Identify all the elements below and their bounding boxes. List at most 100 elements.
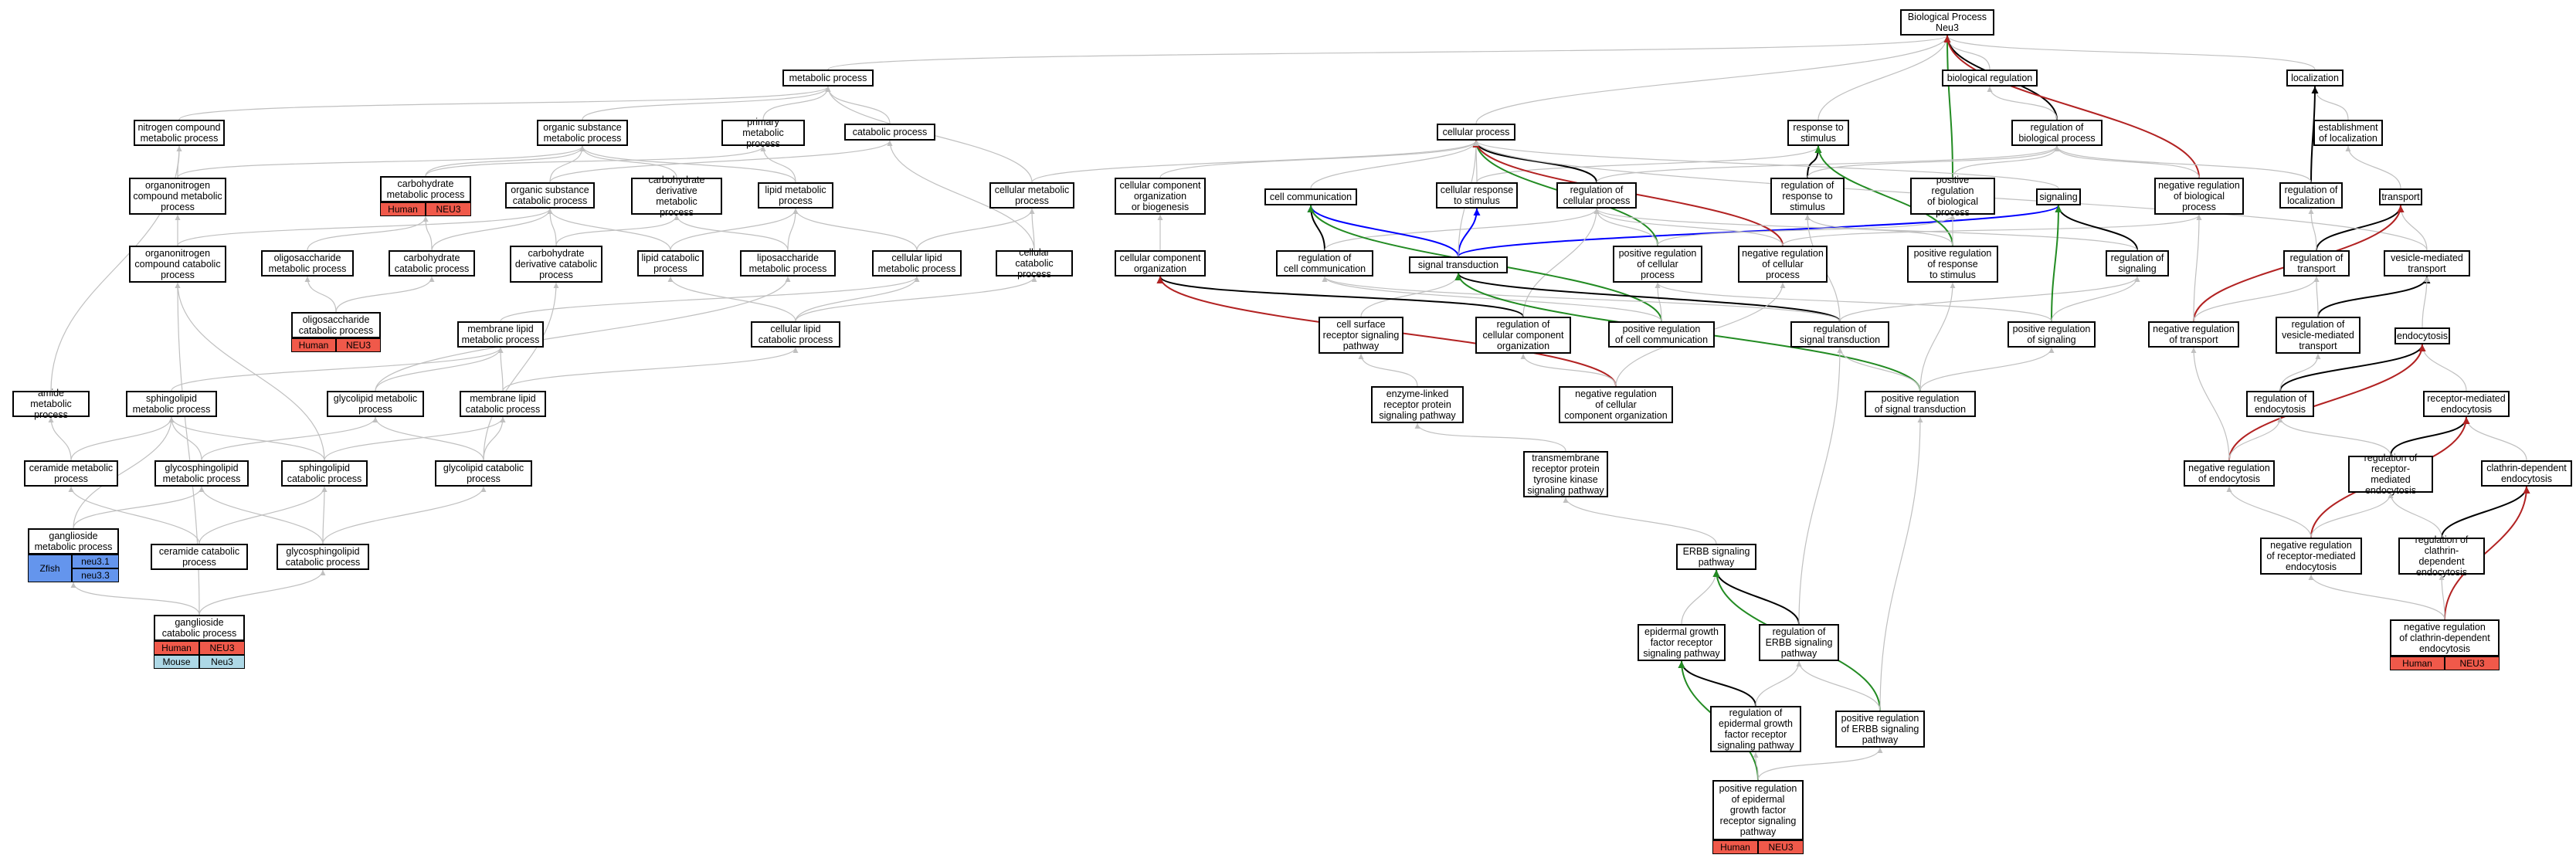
go-node-cellular-component-org-biogenesis[interactable]: cellular component organization or bioge… [1115, 178, 1206, 215]
go-node-regulation-signaling[interactable]: regulation of signaling [2106, 250, 2169, 276]
go-node-organonitrogen-catabolic[interactable]: organonitrogen compound catabolic proces… [129, 246, 226, 283]
go-node-egfr-pathway[interactable]: epidermal growth factor receptor signali… [1638, 624, 1726, 661]
edge-transmembrane_rtk-to-enzyme_linked [1414, 422, 1566, 452]
go-node-cell-communication[interactable]: cell communication [1264, 188, 1357, 205]
edge-metabolic-to-bp [827, 35, 1950, 70]
edge-pos_reg_cellular-to-regulation_cellular [1593, 208, 1658, 246]
go-node-ceramide-metabolic[interactable]: ceramide metabolic process [24, 460, 118, 487]
go-node-regulation-transport[interactable]: regulation of transport [2283, 250, 2350, 276]
go-node-regulation-ccorg[interactable]: regulation of cellular component organiz… [1475, 317, 1571, 354]
go-node-clathrin-endocytosis[interactable]: clathrin-dependent endocytosis [2481, 460, 2572, 487]
go-node-pos-reg-response[interactable]: positive regulation of response to stimu… [1907, 246, 1998, 283]
go-node-pos-reg-bp[interactable]: positive regulation of biological proces… [1910, 175, 1995, 218]
go-node-organic-substance[interactable]: organic substance metabolic process [537, 120, 628, 146]
go-node-erbb[interactable]: ERBB signaling pathway [1676, 544, 1756, 570]
go-node-glycosphingolipid-metabolic[interactable]: glycosphingolipid metabolic process [154, 460, 249, 487]
go-node-ganglioside-catabolic[interactable]: ganglioside catabolic process [154, 615, 245, 641]
go-node-neg-reg-clathrin[interactable]: negative regulation of clathrin-dependen… [2390, 619, 2500, 656]
edge-regulation_vesicle_transport-to-regulation_transport [2313, 276, 2320, 317]
go-node-bp[interactable]: Biological Process Neu3 [1900, 9, 1994, 36]
go-node-organic-substance-catabolic[interactable]: organic substance catabolic process [505, 182, 595, 209]
go-node-membrane-lipid-metabolic[interactable]: membrane lipid metabolic process [457, 321, 544, 348]
go-node-regulation-endocytosis[interactable]: regulation of endocytosis [2246, 391, 2314, 417]
go-node-ganglioside-metabolic[interactable]: ganglioside metabolic process [28, 528, 119, 555]
go-node-carbohydrate-catabolic[interactable]: carbohydrate catabolic process [389, 250, 475, 276]
go-node-organonitrogen-metabolic[interactable]: organonitrogen compound metabolic proces… [129, 178, 226, 215]
go-node-oligosaccharide-metabolic[interactable]: oligosaccharide metabolic process [261, 250, 354, 276]
go-node-carbohydrate-derivative-metabolic[interactable]: carbohydrate derivative metabolic proces… [631, 175, 722, 218]
go-node-label: ceramide catabolic process [158, 546, 240, 568]
go-node-cellular-lipid-metabolic[interactable]: cellular lipid metabolic process [872, 250, 962, 276]
edge-regulation_bp-to-biological_regulation [1987, 86, 2058, 120]
go-node-regulation-vesicle-transport[interactable]: regulation of vesicle-mediated transport [2276, 317, 2360, 354]
edge-pos_reg_signal_transduction-to-pos_reg_signaling [1919, 347, 2055, 392]
go-node-neg-reg-rme[interactable]: negative regulation of receptor-mediated… [2260, 538, 2362, 575]
go-node-signaling[interactable]: signaling [2036, 188, 2081, 205]
go-node-metabolic[interactable]: metabolic process [782, 70, 874, 86]
go-node-transmembrane-rtk[interactable]: transmembrane receptor protein tyrosine … [1523, 451, 1608, 497]
go-node-liposaccharide-metabolic[interactable]: liposaccharide metabolic process [740, 250, 836, 276]
go-node-label: positive regulation of cell communicatio… [1614, 324, 1709, 345]
go-node-response-to-stimulus[interactable]: response to stimulus [1787, 120, 1849, 146]
go-node-regulation-clathrin[interactable]: regulation of clathrin-dependent endocyt… [2398, 534, 2485, 578]
go-node-signal-transduction[interactable]: signal transduction [1409, 256, 1508, 273]
go-node-neg-reg-bp[interactable]: negative regulation of biological proces… [2154, 178, 2244, 215]
edge-membrane_lipid_catabolic-to-cellular_lipid_catabolic [502, 347, 799, 392]
go-node-label: regulation of cellular process [1563, 185, 1631, 206]
go-node-cellular-metabolic[interactable]: cellular metabolic process [989, 182, 1074, 209]
go-node-transport[interactable]: transport [2379, 188, 2422, 205]
go-node-neg-reg-endocytosis[interactable]: negative regulation of endocytosis [2184, 460, 2275, 487]
go-node-cellular-response[interactable]: cellular response to stimulus [1436, 182, 1518, 209]
go-node-amide-metabolic[interactable]: amide metabolic process [12, 388, 90, 420]
go-node-regulation-signal-transduction[interactable]: regulation of signal transduction [1790, 321, 1889, 348]
go-node-sphingolipid-catabolic[interactable]: sphingolipid catabolic process [281, 460, 368, 487]
go-node-oligosaccharide-catabolic[interactable]: oligosaccharide catabolic process [291, 312, 381, 338]
go-node-neg-reg-cellular[interactable]: negative regulation of cellular process [1738, 246, 1828, 283]
go-node-regulation-cellular[interactable]: regulation of cellular process [1556, 182, 1637, 209]
go-node-carbohydrate-metabolic[interactable]: carbohydrate metabolic process [380, 176, 471, 202]
go-node-lipid-metabolic[interactable]: lipid metabolic process [758, 182, 833, 209]
go-node-pos-reg-signaling[interactable]: positive regulation of signaling [2008, 321, 2096, 348]
go-node-biological-regulation[interactable]: biological regulation [1942, 70, 2038, 86]
go-node-receptor-mediated-endocytosis[interactable]: receptor-mediated endocytosis [2423, 391, 2510, 417]
go-node-pos-reg-erbb[interactable]: positive regulation of ERBB signaling pa… [1835, 711, 1925, 748]
go-node-neg-reg-transport[interactable]: negative regulation of transport [2148, 321, 2239, 348]
go-node-regulation-response[interactable]: regulation of response to stimulus [1770, 178, 1845, 215]
go-node-vesicle-mediated-transport[interactable]: vesicle-mediated transport [2384, 250, 2470, 276]
go-node-ceramide-catabolic[interactable]: ceramide catabolic process [151, 544, 248, 570]
go-node-regulation-egfr[interactable]: regulation of epidermal growth factor re… [1710, 706, 1801, 752]
go-node-cell-surface-receptor[interactable]: cell surface receptor signaling pathway [1319, 317, 1403, 354]
go-node-primary-metabolic[interactable]: primary metabolic process [721, 117, 805, 149]
go-node-nitrogen-compound[interactable]: nitrogen compound metabolic process [134, 120, 225, 146]
go-node-catabolic[interactable]: catabolic process [844, 124, 935, 141]
go-node-enzyme-linked[interactable]: enzyme-linked receptor protein signaling… [1371, 386, 1464, 423]
go-node-regulation-localization[interactable]: regulation of localization [2279, 182, 2343, 209]
edge-membrane_lipid_metabolic-to-cellular_lipid_metabolic [500, 276, 920, 322]
go-node-membrane-lipid-catabolic[interactable]: membrane lipid catabolic process [460, 391, 546, 417]
edge-regulation_clathrin-to-regulation_rme [2388, 492, 2442, 538]
go-node-neg-reg-ccorg[interactable]: negative regulation of cellular componen… [1559, 386, 1673, 423]
go-node-cellular-catabolic[interactable]: cellular catabolic process [996, 247, 1073, 280]
go-node-cellular-component-organization[interactable]: cellular component organization [1115, 250, 1206, 276]
go-node-carbohydrate-derivative-catabolic[interactable]: carbohydrate derivative catabolic proces… [510, 246, 602, 283]
go-node-sphingolipid-metabolic[interactable]: sphingolipid metabolic process [126, 391, 217, 417]
gene-cell: NEU3 [2445, 656, 2500, 670]
go-node-pos-reg-cellular[interactable]: positive regulation of cellular process [1613, 246, 1702, 283]
go-node-regulation-rme[interactable]: regulation of receptor-mediated endocyto… [2348, 453, 2433, 496]
go-node-endocytosis[interactable]: endocytosis [2394, 327, 2450, 344]
go-node-regulation-bp[interactable]: regulation of biological process [2011, 120, 2103, 146]
go-node-glycosphingolipid-catabolic[interactable]: glycosphingolipid catabolic process [277, 544, 369, 570]
go-node-pos-reg-egfr[interactable]: positive regulation of epidermal growth … [1712, 780, 1804, 840]
go-node-localization[interactable]: localization [2286, 70, 2344, 86]
go-node-establishment-localization[interactable]: establishment of localization [2313, 120, 2383, 146]
go-node-regulation-cell-communication[interactable]: regulation of cell communication [1276, 250, 1373, 276]
go-node-pos-reg-cell-comm[interactable]: positive regulation of cell communicatio… [1608, 321, 1715, 348]
go-node-glycolipid-catabolic[interactable]: glycolipid catabolic process [435, 460, 532, 487]
go-node-pos-reg-signal-transduction[interactable]: positive regulation of signal transducti… [1865, 391, 1976, 417]
go-node-lipid-catabolic[interactable]: lipid catabolic process [637, 250, 704, 276]
go-node-regulation-erbb[interactable]: regulation of ERBB signaling pathway [1759, 624, 1839, 661]
go-node-cellular-process[interactable]: cellular process [1437, 124, 1515, 141]
edge-ganglioside_catabolic-to-glycosphingolipid_catabolic [199, 569, 326, 616]
go-node-glycolipid-metabolic[interactable]: glycolipid metabolic process [327, 391, 424, 417]
go-node-cellular-lipid-catabolic[interactable]: cellular lipid catabolic process [751, 321, 840, 348]
